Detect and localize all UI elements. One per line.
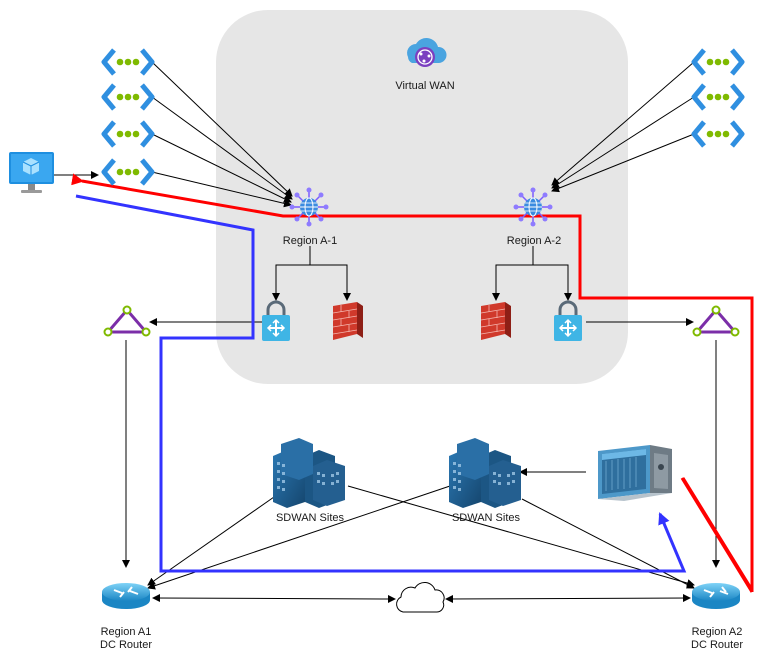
router-left-label: Region A1 DC Router (86, 626, 166, 652)
sdwan-sites-right-label: SDWAN Sites (451, 512, 521, 524)
vm-icon (9, 152, 54, 193)
router-left-label-line2: DC Router (100, 639, 152, 651)
vnet-connections-left (52, 61, 293, 208)
router-right-label-line2: DC Router (691, 639, 743, 651)
blue-traffic-path (75, 194, 687, 573)
firewall-icon-right (480, 302, 511, 340)
virtual-hub-icon-left (289, 187, 329, 227)
virtual-wan-label: Virtual WAN (395, 80, 455, 92)
red-traffic-path-main (71, 173, 754, 592)
building-icon-right (449, 438, 521, 508)
datacenter-server-icon (598, 445, 672, 501)
router-right-label: Region A2 DC Router (677, 626, 757, 652)
vnet-icon (691, 48, 745, 76)
router-right-label-line1: Region A2 (691, 626, 743, 638)
vpn-gateway-icon-right (554, 300, 582, 341)
vnet-icon (101, 83, 155, 111)
vnet-icons (101, 48, 745, 186)
vnet-icon (101, 120, 155, 148)
site-connections (147, 468, 695, 603)
expressroute-circuit-icon-right (692, 305, 740, 337)
router-icon-left (102, 583, 150, 609)
cloud-icon (396, 582, 445, 613)
expressroute-circuit-icon-left (103, 305, 151, 337)
hub-right-label: Region A-2 (506, 235, 562, 247)
vnet-icon (101, 48, 155, 76)
building-icon-left (273, 438, 345, 508)
router-icon-right (692, 583, 740, 609)
vnet-icon (101, 158, 155, 186)
hub-left-label: Region A-1 (282, 235, 338, 247)
vnet-icon (691, 83, 745, 111)
red-traffic-path-tail (681, 477, 754, 591)
virtual-wan-hub-area (216, 10, 628, 384)
virtual-hub-icon-right (513, 187, 553, 227)
virtual-wan-icon (407, 38, 447, 67)
router-left-label-line1: Region A1 (100, 626, 152, 638)
vpn-gateway-icon-left (262, 300, 290, 341)
vnet-connections-right (551, 61, 695, 193)
firewall-icon-left (332, 302, 363, 340)
sdwan-sites-left-label: SDWAN Sites (275, 512, 345, 524)
vnet-icon (691, 120, 745, 148)
